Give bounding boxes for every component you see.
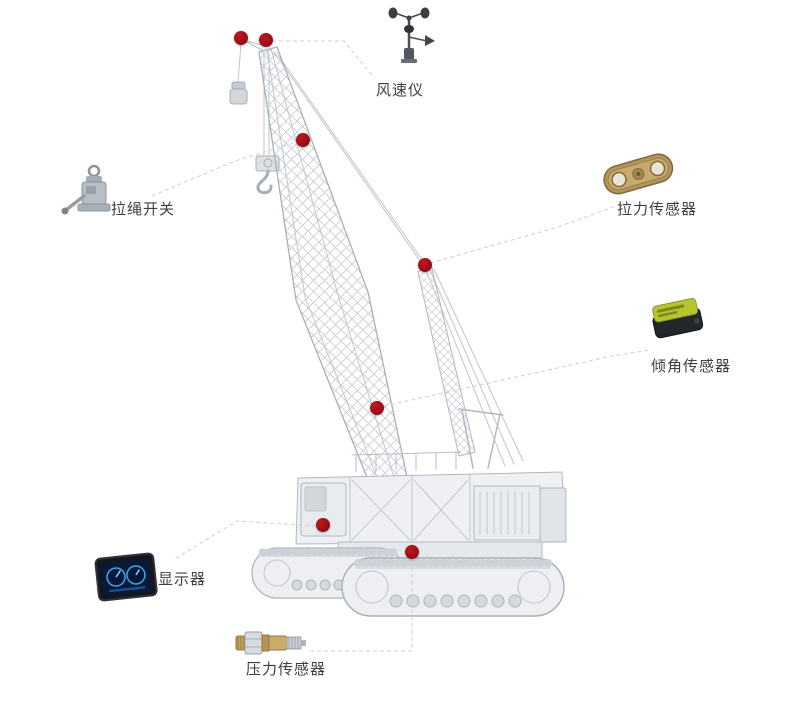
hotspot-jib-tip bbox=[234, 31, 248, 45]
leader-line-pull-rope-switch bbox=[151, 141, 298, 197]
tilt-sensor-label: 倾角传感器 bbox=[651, 357, 732, 375]
tilt-sensor-icon bbox=[652, 298, 704, 339]
display-label: 显示器 bbox=[158, 570, 207, 588]
leader-line-tilt-sensor bbox=[383, 349, 651, 407]
pressure-sensor-label: 压力传感器 bbox=[246, 660, 327, 678]
anemometer-icon bbox=[388, 7, 435, 63]
hotspot-boom-tip bbox=[259, 33, 273, 47]
hotspot-carbody bbox=[405, 545, 419, 559]
pull-rope-switch-icon bbox=[61, 164, 111, 215]
leader-line-pressure-sensor bbox=[310, 560, 413, 652]
pull-rope-switch-label: 拉绳开关 bbox=[111, 200, 176, 218]
hotspot-upper-boom bbox=[296, 133, 310, 147]
hotspot-mast-apex bbox=[418, 258, 432, 272]
tension-sensor-label: 拉力传感器 bbox=[617, 200, 698, 218]
pressure-sensor-icon bbox=[235, 631, 306, 655]
leader-line-anemometer bbox=[272, 40, 375, 79]
hotspot-superstructure bbox=[316, 518, 330, 532]
leader-line-tension-sensor bbox=[429, 205, 617, 264]
anemometer-label: 风速仪 bbox=[376, 81, 425, 99]
leader-line-display bbox=[172, 520, 317, 561]
tension-sensor-icon bbox=[603, 153, 674, 195]
hotspot-boom-mid bbox=[370, 401, 384, 415]
display-icon bbox=[94, 552, 158, 602]
